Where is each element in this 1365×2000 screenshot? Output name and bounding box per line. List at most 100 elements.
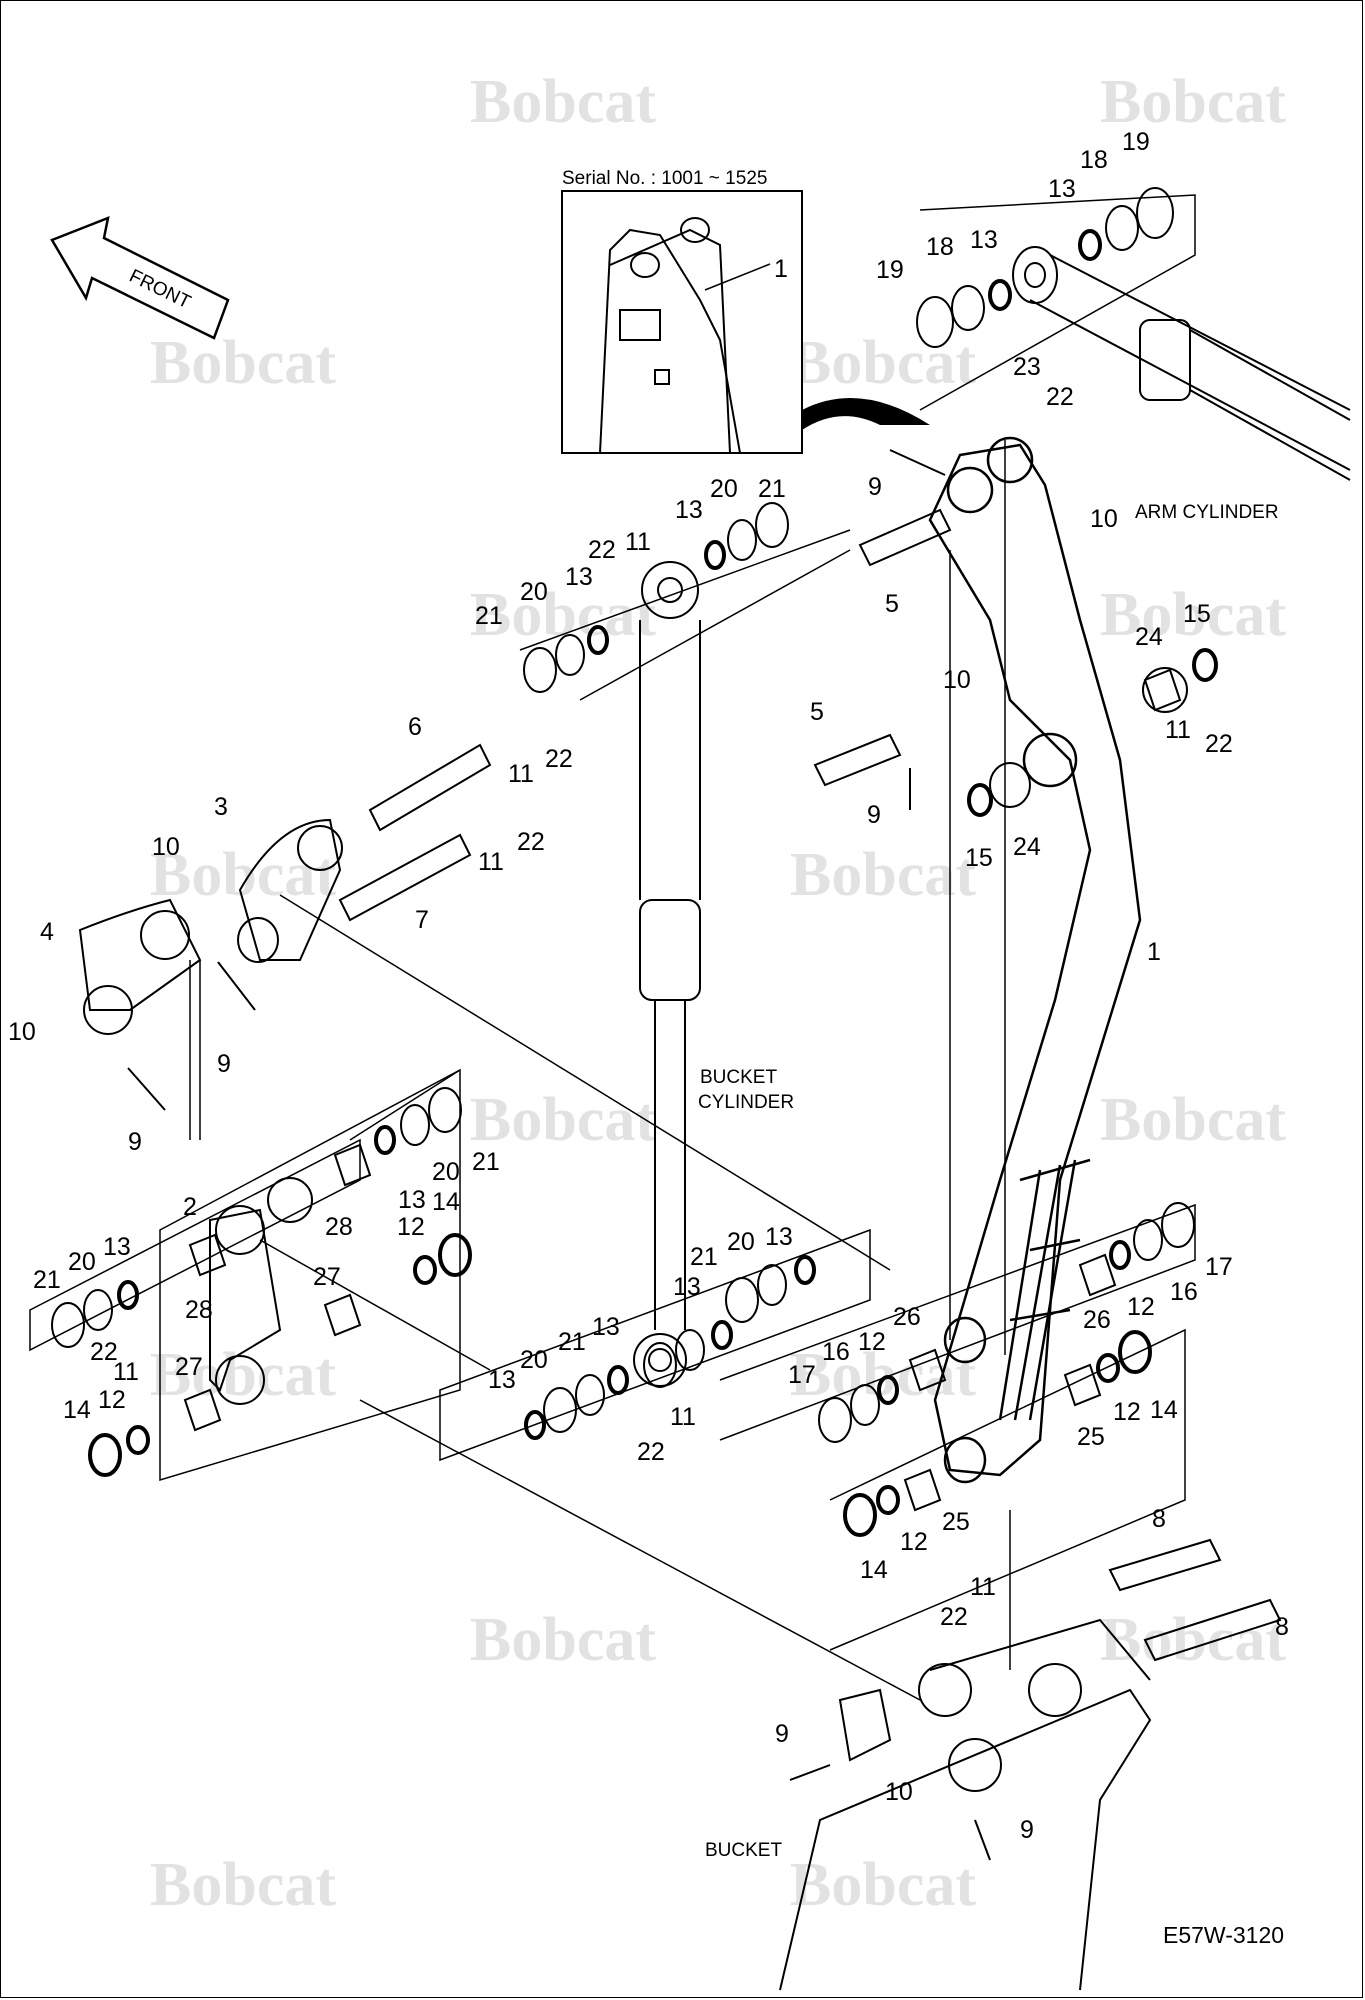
callout-18: 18 — [926, 233, 954, 261]
callout-20: 20 — [68, 1248, 96, 1276]
callout-12: 12 — [98, 1386, 126, 1414]
callout-13: 13 — [103, 1233, 131, 1261]
watermark-text: Bobcat — [1100, 581, 1286, 649]
bucket-body — [779, 1618, 1152, 1991]
watermark-text: Bobcat — [470, 1606, 656, 1674]
callout-14: 14 — [63, 1396, 91, 1424]
callout-27: 27 — [313, 1263, 341, 1291]
callout-20: 20 — [727, 1228, 755, 1256]
watermark-text: Bobcat — [1100, 68, 1286, 136]
callout-14: 14 — [1150, 1396, 1178, 1424]
callout-5: 5 — [810, 698, 824, 726]
callout-23: 23 — [1013, 353, 1041, 381]
watermark-text: Bobcat — [790, 329, 976, 397]
callout-25: 25 — [942, 1508, 970, 1536]
inset-part-number: 1 — [774, 255, 788, 283]
serial-inset: Serial No. : 1001 ~ 1525 1 — [561, 168, 930, 454]
callout-12: 12 — [858, 1328, 886, 1356]
callout-21: 21 — [558, 1328, 586, 1356]
callout-20: 20 — [710, 475, 738, 503]
callout-25: 25 — [1077, 1423, 1105, 1451]
watermark-text: Bobcat — [1100, 1606, 1286, 1674]
callout-2: 2 — [183, 1193, 197, 1221]
callout-20: 20 — [432, 1158, 460, 1186]
callout-21: 21 — [758, 475, 786, 503]
bucket-cylinder-label-1: BUCKET — [700, 1067, 777, 1088]
callout-12: 12 — [900, 1528, 928, 1556]
callout-22: 22 — [1205, 730, 1233, 758]
watermark-layer: Bobcat Bobcat Bobcat Bobcat Bobcat Bobca… — [150, 68, 1286, 1919]
bolts — [127, 449, 991, 1861]
callout-15: 15 — [1183, 600, 1211, 628]
callout-9: 9 — [217, 1050, 231, 1078]
callout-15: 15 — [965, 844, 993, 872]
bucket-cylinder-label-2: CYLINDER — [698, 1092, 794, 1113]
callout-9: 9 — [867, 801, 881, 829]
callout-12: 12 — [1113, 1398, 1141, 1426]
callout-17: 17 — [1205, 1253, 1233, 1281]
callout-7: 7 — [415, 906, 429, 934]
arm-body — [928, 436, 1142, 1484]
callout-26: 26 — [1083, 1306, 1111, 1334]
callouts: 19 18 13 19 18 13 23 22 9 10 21 20 13 22… — [8, 128, 1289, 1844]
callout-11: 11 — [970, 1573, 996, 1601]
callout-21: 21 — [472, 1148, 500, 1176]
callout-4: 4 — [40, 918, 54, 946]
callout-14: 14 — [860, 1556, 888, 1584]
callout-11: 11 — [478, 848, 504, 876]
callout-3: 3 — [214, 793, 228, 821]
callout-21: 21 — [33, 1266, 61, 1294]
front-arrow: FRONT — [50, 215, 230, 340]
callout-11: 11 — [113, 1358, 139, 1386]
callout-22: 22 — [517, 828, 545, 856]
callout-5: 5 — [885, 590, 899, 618]
callout-18: 18 — [1080, 146, 1108, 174]
watermark-text: Bobcat — [790, 1341, 976, 1409]
callout-26: 26 — [893, 1303, 921, 1331]
callout-22: 22 — [545, 745, 573, 773]
watermark-text: Bobcat — [790, 1851, 976, 1919]
callout-10: 10 — [885, 1778, 913, 1806]
callout-12: 12 — [1127, 1293, 1155, 1321]
callout-13: 13 — [765, 1223, 793, 1251]
pins — [338, 508, 1282, 1662]
callout-6: 6 — [408, 713, 422, 741]
callout-28: 28 — [185, 1296, 213, 1324]
washers-orings — [51, 187, 1218, 1537]
callout-13: 13 — [398, 1186, 426, 1214]
callout-8: 8 — [1152, 1505, 1166, 1533]
connection-lines — [189, 440, 1011, 1701]
callout-13: 13 — [1048, 175, 1076, 203]
watermark-text: Bobcat — [790, 841, 976, 909]
callout-17: 17 — [788, 1361, 816, 1389]
callout-8: 8 — [1275, 1613, 1289, 1641]
watermark-text: Bobcat — [1100, 1086, 1286, 1154]
callout-13: 13 — [970, 226, 998, 254]
callout-28: 28 — [325, 1213, 353, 1241]
callout-21: 21 — [690, 1243, 718, 1271]
drawing-id: E57W-3120 — [1163, 1922, 1284, 1948]
callout-9: 9 — [1020, 1816, 1034, 1844]
callout-13: 13 — [488, 1366, 516, 1394]
watermark-text: Bobcat — [150, 1851, 336, 1919]
callout-11: 11 — [1165, 716, 1191, 744]
callout-16: 16 — [1170, 1278, 1198, 1306]
callout-20: 20 — [520, 578, 548, 606]
bucket-cylinder — [633, 561, 701, 1387]
arm-cylinder-label: ARM CYLINDER — [1135, 502, 1279, 523]
callout-19: 19 — [876, 256, 904, 284]
callout-22: 22 — [588, 536, 616, 564]
watermark-text: Bobcat — [150, 329, 336, 397]
callout-20: 20 — [520, 1346, 548, 1374]
serial-label: Serial No. : 1001 ~ 1525 — [562, 168, 767, 189]
callout-11: 11 — [508, 760, 534, 788]
bushings — [183, 668, 1182, 1512]
callout-9: 9 — [868, 473, 882, 501]
callout-13: 13 — [565, 563, 593, 591]
callout-10: 10 — [943, 666, 971, 694]
callout-12: 12 — [397, 1213, 425, 1241]
callout-1: 1 — [1147, 938, 1161, 966]
callout-9: 9 — [128, 1128, 142, 1156]
callout-22: 22 — [940, 1603, 968, 1631]
